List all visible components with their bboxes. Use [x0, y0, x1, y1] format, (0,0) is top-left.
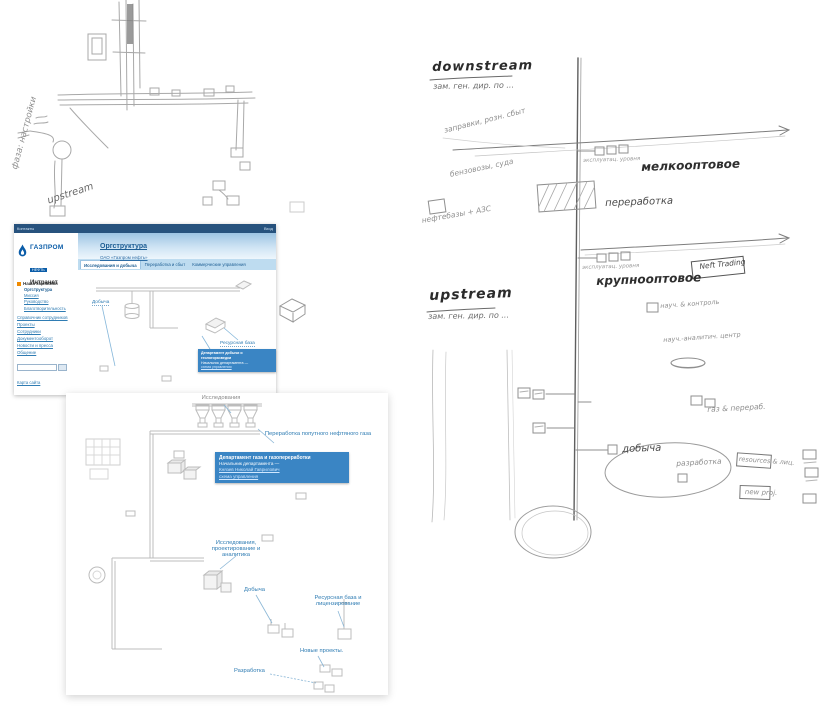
note-upstream: upstream	[429, 285, 513, 304]
tooltip-link[interactable]: схема управления	[201, 365, 232, 370]
logo-gazprom-text: ГАЗПРОМ	[30, 244, 64, 251]
tab-kommercheskie[interactable]: Коммерческие управления	[192, 262, 246, 267]
sidebar-search-button[interactable]	[58, 363, 67, 371]
sidebar-group-spravochnik[interactable]: Справочник сотрудников	[17, 314, 68, 320]
logo-intranet-text: Интранет	[30, 280, 58, 286]
topbar-right-link[interactable]: Вход	[263, 226, 273, 231]
sidebar-group-proekty[interactable]: Проекты	[17, 321, 35, 327]
logo-neft-text: НЕФТЬ	[30, 268, 47, 272]
tooltip-scheme-link[interactable]: схема управления	[219, 473, 259, 479]
sidebar-section-marker	[17, 281, 21, 286]
browser-window: Контакты Вход Оргструктура ОАО «Газпром …	[14, 224, 276, 395]
browser-header: Оргструктура ОАО «Газпром нефть»	[14, 233, 276, 260]
label-dobycha-large-link[interactable]: Добыча	[244, 587, 265, 593]
stray-box-sketch	[278, 298, 307, 323]
sidebar-groups: Справочник сотрудников Проекты Сотрудник…	[17, 314, 77, 356]
gazprom-flame-icon	[18, 244, 27, 257]
label-proekt-link[interactable]: Исследования, проектирование и аналитика	[211, 540, 261, 558]
note-downstream-sub: зам. ген. дир. по ...	[433, 80, 515, 91]
sidebar-group-sotrudniki[interactable]: Сотрудники	[17, 328, 41, 334]
sidebar-section-title[interactable]: Наша компания	[23, 281, 58, 286]
right-sketch-svg	[426, 57, 819, 559]
page-subtitle[interactable]: ОАО «Газпром нефть»	[100, 255, 148, 260]
page-title[interactable]: Оргструктура	[100, 243, 148, 250]
sidebar-search-input[interactable]	[17, 363, 57, 371]
sitemap-link[interactable]: Карта сайта	[17, 379, 41, 385]
pencil-sketch-topleft: фаза: настройки upstream	[0, 0, 320, 240]
zoom-panel: Исследования Переработка попутного нефтя…	[66, 393, 388, 695]
isometric-illustration-small	[96, 280, 253, 382]
tab-bar: Исследования и добыча Переработка и сбыт…	[78, 259, 276, 270]
note-new-proj: new proj.	[744, 488, 778, 498]
note-downstream: downstream	[432, 58, 534, 75]
sidebar: Наша компания Оргструктура Миссия Руково…	[17, 281, 77, 389]
browser-body: Добыча Ресурсная база Департамент добычи…	[14, 270, 276, 395]
label-novye-link[interactable]: Новые проекты.	[300, 648, 344, 654]
sidebar-group-novosti[interactable]: Новости и пресса	[17, 342, 53, 348]
tab-issledovaniya-i-dobycha[interactable]: Исследования и добыча	[80, 260, 141, 269]
sidebar-items: Оргструктура Миссия Руководство Благотво…	[24, 287, 77, 312]
sidebar-item-blago[interactable]: Благотворительность	[24, 305, 66, 311]
tooltip-title: Департамент газа и газопереработки	[219, 455, 311, 461]
note-upstream-sub: зам. ген. дир. по ...	[428, 310, 510, 321]
label-resurs-link[interactable]: Ресурсная база и лицензирование	[314, 595, 362, 607]
department-tooltip-small: Департамент добычи и геологоразведки Нач…	[198, 349, 276, 373]
tab-pererabotka-i-sbyt[interactable]: Переработка и сбыт	[144, 262, 186, 267]
label-resursnaya-link[interactable]: Ресурсная база	[220, 341, 255, 347]
sky-banner	[78, 233, 276, 259]
tooltip-line: Начальник департамента —	[219, 461, 280, 467]
isometric-illustration-large	[85, 403, 352, 693]
sidebar-item-orgstruktura[interactable]: Оргструктура	[24, 287, 53, 292]
sidebar-item-missiya[interactable]: Миссия	[24, 293, 39, 299]
label-dobycha-link[interactable]: Добыча	[92, 300, 110, 306]
department-tooltip-large: Департамент газа и газопереработки Начал…	[215, 452, 349, 483]
gazprom-logo: ГАЗПРОМ НЕФТЬ Интранет	[17, 244, 79, 286]
sidebar-item-rukovodstvo[interactable]: Руководство	[24, 299, 49, 305]
sidebar-group-obshchenie[interactable]: Общение	[17, 349, 37, 355]
note-dobycha: добыча	[622, 442, 662, 455]
sidebar-group-dokumentooborot[interactable]: Документооборот	[17, 335, 54, 341]
tooltip-title: Департамент добычи и геологоразведки	[201, 351, 243, 360]
right-sketch: downstream зам. ген. дир. по ... заправк…	[415, 50, 833, 590]
pencil-sketch-topleft-svg	[17, 0, 305, 217]
label-issledovaniya: Исследования	[201, 395, 241, 401]
label-razrabotka-link[interactable]: Разработка	[234, 668, 265, 674]
browser-topbar: Контакты Вход	[14, 224, 276, 233]
tooltip-person-link[interactable]: Князев Николай Гаврилович	[219, 467, 280, 473]
tooltip-line: Начальник департамента —	[201, 360, 249, 365]
topbar-left-link[interactable]: Контакты	[17, 226, 35, 231]
label-pererabotka-link[interactable]: Переработка попутного нефтяного газа	[264, 431, 372, 437]
